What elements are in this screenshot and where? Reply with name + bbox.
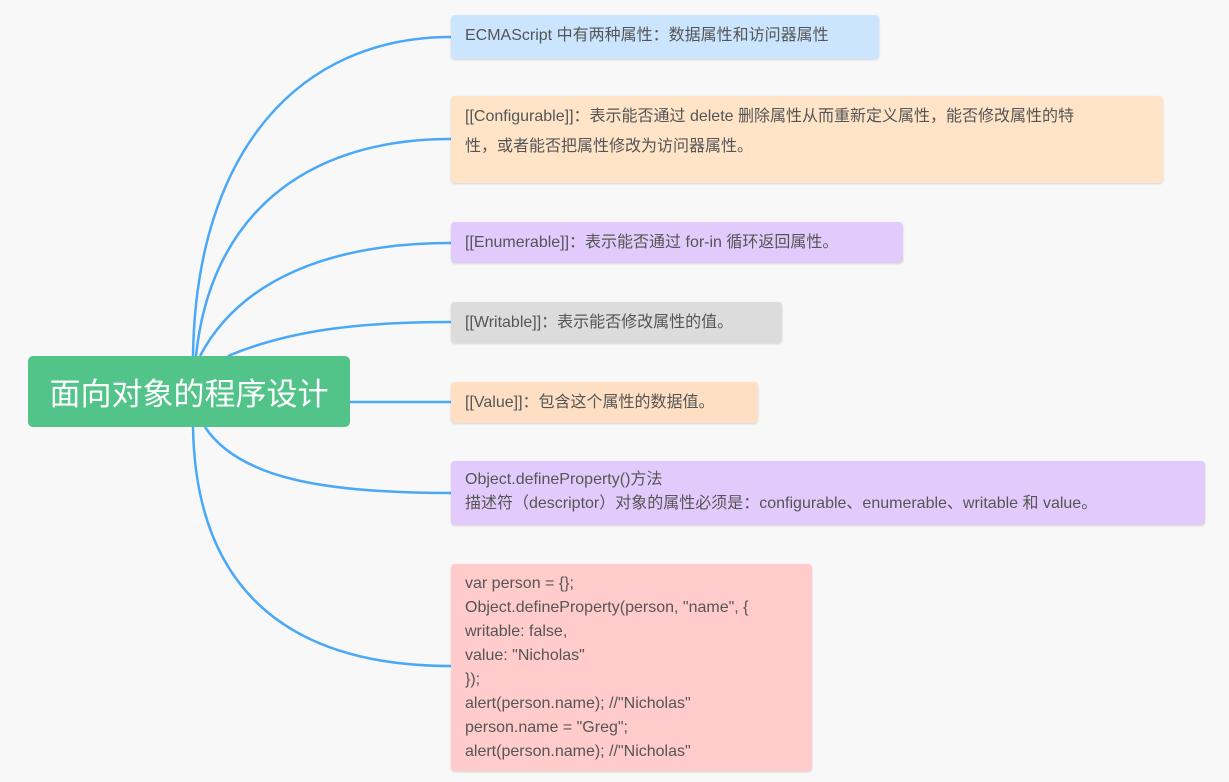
topic-configurable[interactable]: [[Configurable]]：表示能否通过 delete 删除属性从而重新定… [451, 96, 1163, 183]
code-line: alert(person.name); //"Nicholas" [465, 695, 691, 712]
code-line: Object.defineProperty(person, "name", { [465, 599, 749, 616]
code-line: value: "Nicholas" [465, 647, 585, 664]
code-line: }); [465, 671, 481, 688]
code-line: var person = {}; [465, 575, 574, 592]
topic-text: Object.defineProperty()方法 [465, 471, 663, 488]
topic-text: [[Writable]]：表示能否修改属性的值。 [465, 314, 734, 331]
topic-writable[interactable]: [[Writable]]：表示能否修改属性的值。 [451, 302, 782, 343]
root-topic[interactable]: 面向对象的程序设计 [28, 356, 350, 427]
connector-3 [198, 241, 452, 357]
connector-4 [227, 320, 452, 358]
topic-text: [[Configurable]]：表示能否通过 delete 删除属性从而重新定… [465, 108, 1074, 125]
code-line: person.name = "Greg"; [465, 719, 628, 736]
connector-1 [191, 35, 452, 357]
connector-2 [194, 137, 452, 357]
connector-6 [203, 426, 452, 495]
topic-text: [[Enumerable]]：表示能否通过 for-in 循环返回属性。 [465, 234, 839, 251]
root-topic-label: 面向对象的程序设计 [49, 377, 329, 412]
connector-7 [191, 426, 452, 668]
topic-ecmascript-properties[interactable]: ECMAScript 中有两种属性：数据属性和访问器属性 [451, 15, 879, 59]
code-line: writable: false, [465, 623, 568, 640]
topic-text: [[Value]]：包含这个属性的数据值。 [465, 394, 715, 411]
topic-enumerable[interactable]: [[Enumerable]]：表示能否通过 for-in 循环返回属性。 [451, 222, 903, 263]
topic-text: ECMAScript 中有两种属性：数据属性和访问器属性 [465, 27, 829, 44]
topic-text: 描述符（descriptor）对象的属性必须是：configurable、enu… [465, 495, 1098, 512]
topic-define-property[interactable]: Object.defineProperty()方法 描述符（descriptor… [451, 461, 1205, 525]
topic-value[interactable]: [[Value]]：包含这个属性的数据值。 [451, 382, 758, 423]
topic-code-example[interactable]: var person = {}; Object.defineProperty(p… [451, 564, 812, 771]
code-line: alert(person.name); //"Nicholas" [465, 743, 691, 760]
topic-text: 性，或者能否把属性修改为访问器属性。 [465, 138, 754, 155]
